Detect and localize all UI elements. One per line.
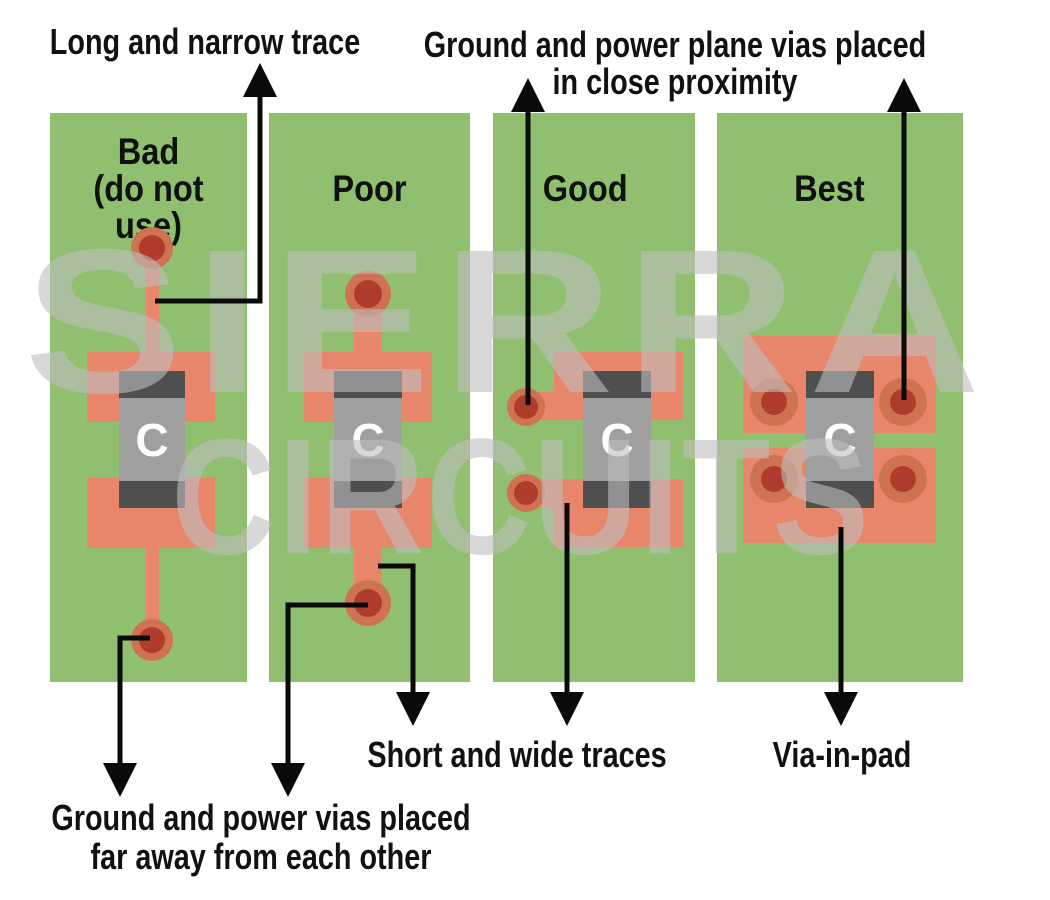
- pcb-panel-bad: Bad (do not use) C: [50, 113, 247, 682]
- arrowhead-icon: [103, 763, 137, 797]
- panel-title-best-line1: [721, 133, 937, 170]
- arrowhead-icon: [396, 692, 430, 726]
- ground-plane-via: [507, 474, 545, 512]
- panel-title-bad-line1: Bad: [117, 131, 180, 172]
- via-in-pad-top-left: [750, 378, 798, 426]
- via-hole-icon: [761, 389, 787, 415]
- pcb-panel-good: Good C: [493, 113, 695, 682]
- power-plane-via: [507, 388, 545, 426]
- label-long-narrow-trace: Long and narrow trace: [49, 21, 361, 62]
- arrowhead-icon: [824, 692, 858, 726]
- capacitor-label: C: [351, 413, 385, 466]
- pcb-panel-poor: Poor C: [269, 113, 470, 682]
- arrowhead-icon: [271, 763, 305, 797]
- capacitor-label: C: [823, 413, 857, 466]
- label-plane-vias-line1: Ground and power plane vias placed: [423, 24, 927, 65]
- panel-title-good-line1: [496, 133, 674, 170]
- via-in-pad-bottom-right: [879, 455, 927, 503]
- label-plane-vias-line2: in close proximity: [552, 61, 798, 102]
- panel-title-poor: Poor: [281, 133, 458, 207]
- panel-title-best-line2: Best: [794, 168, 865, 209]
- capacitor-terminal-top: [806, 371, 874, 398]
- label-vias-far-line1: Ground and power vias placed: [51, 797, 471, 838]
- panel-title-poor-line2: Poor: [332, 168, 407, 209]
- via-hole-icon: [761, 466, 787, 492]
- label-short-wide-traces: Short and wide traces: [367, 734, 667, 775]
- via-in-pad-bottom-left: [750, 455, 798, 503]
- capacitor: C: [334, 371, 402, 508]
- power-via: [131, 227, 173, 269]
- long-narrow-trace-bottom: [146, 543, 159, 643]
- ground-via: [131, 619, 173, 661]
- pcb-panel-best: Best C: [717, 113, 963, 682]
- capacitor-terminal-bottom: [334, 481, 402, 508]
- via-hole-icon: [514, 481, 538, 505]
- panel-title-good-line2: Good: [542, 168, 628, 209]
- capacitor-terminal-bottom: [583, 481, 651, 508]
- arrowhead-icon: [243, 63, 277, 97]
- panel-title-poor-line1: [281, 133, 458, 170]
- capacitor-terminal-top: [583, 371, 651, 398]
- power-via: [345, 271, 391, 317]
- via-hole-icon: [139, 235, 165, 261]
- label-vias-far-line2: far away from each other: [90, 836, 432, 877]
- label-via-in-pad: Via-in-pad: [772, 734, 912, 775]
- capacitor-terminal-top: [119, 371, 185, 398]
- panel-title-best: Best: [721, 133, 937, 207]
- via-hole-icon: [890, 466, 916, 492]
- label-vias-far-apart: Ground and power vias placed far away fr…: [51, 798, 470, 876]
- via-hole-icon: [354, 589, 382, 617]
- capacitor: C: [583, 371, 651, 508]
- capacitor: C: [806, 371, 874, 508]
- via-in-pad-top-right: [879, 378, 927, 426]
- capacitor-label: C: [600, 413, 634, 466]
- label-plane-vias-close: Ground and power plane vias placed in cl…: [424, 26, 927, 100]
- capacitor-terminal-bottom: [806, 481, 874, 508]
- arrowhead-icon: [550, 692, 584, 726]
- via-hole-icon: [514, 395, 538, 419]
- panel-title-good: Good: [496, 133, 674, 207]
- ground-via: [345, 580, 391, 626]
- capacitor-terminal-bottom: [119, 481, 185, 508]
- via-hole-icon: [139, 627, 165, 653]
- capacitor: C: [119, 371, 185, 508]
- via-hole-icon: [890, 389, 916, 415]
- via-hole-icon: [354, 280, 382, 308]
- capacitor-label: C: [135, 413, 169, 466]
- capacitor-terminal-top: [334, 371, 402, 398]
